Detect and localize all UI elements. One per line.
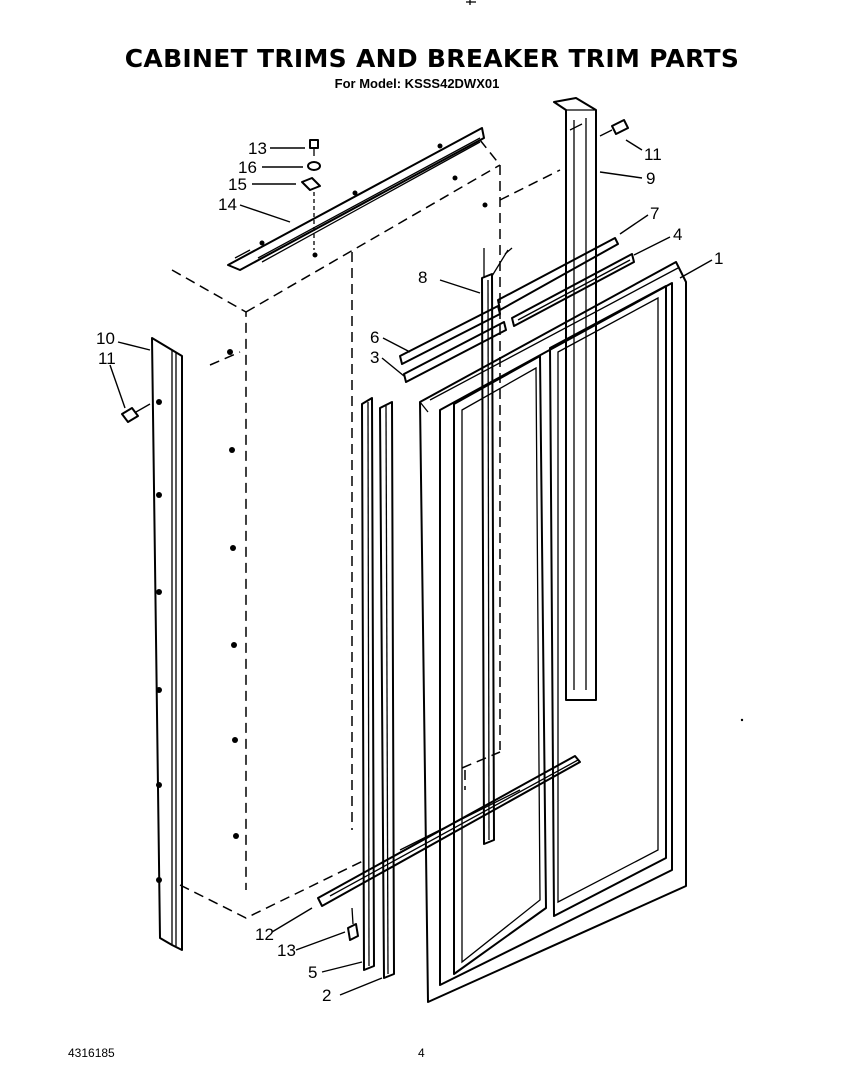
callout-15: 15 bbox=[228, 175, 247, 194]
model-subtitle: For Model: KSSS42DWX01 bbox=[334, 76, 500, 91]
trim-part-7 bbox=[497, 237, 619, 311]
heater-wire-part-8 bbox=[481, 247, 513, 845]
callout-9: 9 bbox=[646, 169, 655, 188]
cabinet-hole bbox=[227, 349, 233, 355]
top-mark bbox=[466, 0, 476, 5]
vertical-trim-part-5 bbox=[361, 397, 375, 971]
callout-12: 12 bbox=[255, 925, 274, 944]
cabinet-hole bbox=[229, 447, 235, 453]
cabinet-hole bbox=[482, 202, 488, 208]
document-number: 4316185 bbox=[68, 1046, 115, 1060]
screw-part-11-right bbox=[599, 119, 629, 137]
cabinet-hole bbox=[312, 252, 318, 258]
callout-7: 7 bbox=[650, 204, 659, 223]
screw-part-11-left bbox=[121, 403, 151, 423]
diagram-title: CABINET TRIMS AND BREAKER TRIM PARTS bbox=[124, 44, 740, 73]
callout-2: 2 bbox=[322, 986, 331, 1005]
callout-11-left: 11 bbox=[98, 349, 116, 368]
bottom-bracket-part-12 bbox=[317, 755, 581, 907]
cabinet-hole bbox=[232, 737, 238, 743]
callout-1: 1 bbox=[714, 249, 723, 268]
cabinet-hole bbox=[452, 175, 458, 181]
trim-part-3 bbox=[403, 321, 507, 383]
callout-11-right: 11 bbox=[644, 145, 662, 164]
callout-13-top: 13 bbox=[248, 139, 267, 158]
callout-3: 3 bbox=[370, 348, 379, 367]
left-trim-part-10 bbox=[151, 337, 183, 951]
top-trim-part-14 bbox=[227, 127, 485, 271]
screw-part-13-bottom bbox=[347, 907, 359, 941]
mullion-part-9 bbox=[553, 97, 597, 701]
callout-13-bottom: 13 bbox=[277, 941, 296, 960]
callout-4: 4 bbox=[673, 225, 682, 244]
callout-16: 16 bbox=[238, 158, 257, 177]
callout-labels: 13 16 15 14 10 11 8 6 3 11 9 7 4 1 12 13… bbox=[96, 139, 723, 1005]
callout-leaders bbox=[109, 139, 713, 996]
callout-5: 5 bbox=[308, 963, 317, 982]
vertical-trim-part-2 bbox=[379, 401, 395, 979]
breaker-frame-part-1 bbox=[419, 261, 687, 1003]
trim-part-4 bbox=[511, 253, 635, 327]
callout-8: 8 bbox=[418, 268, 427, 287]
cabinet-hole bbox=[231, 642, 237, 648]
callout-10: 10 bbox=[96, 329, 115, 348]
callout-14: 14 bbox=[218, 195, 237, 214]
cabinet-hole bbox=[230, 545, 236, 551]
screw-stack-13-16-15 bbox=[301, 139, 321, 250]
stray-dot bbox=[740, 718, 744, 722]
callout-6: 6 bbox=[370, 328, 379, 347]
page-number: 4 bbox=[418, 1046, 425, 1060]
cabinet-hole bbox=[233, 833, 239, 839]
trim-part-6 bbox=[399, 305, 501, 365]
